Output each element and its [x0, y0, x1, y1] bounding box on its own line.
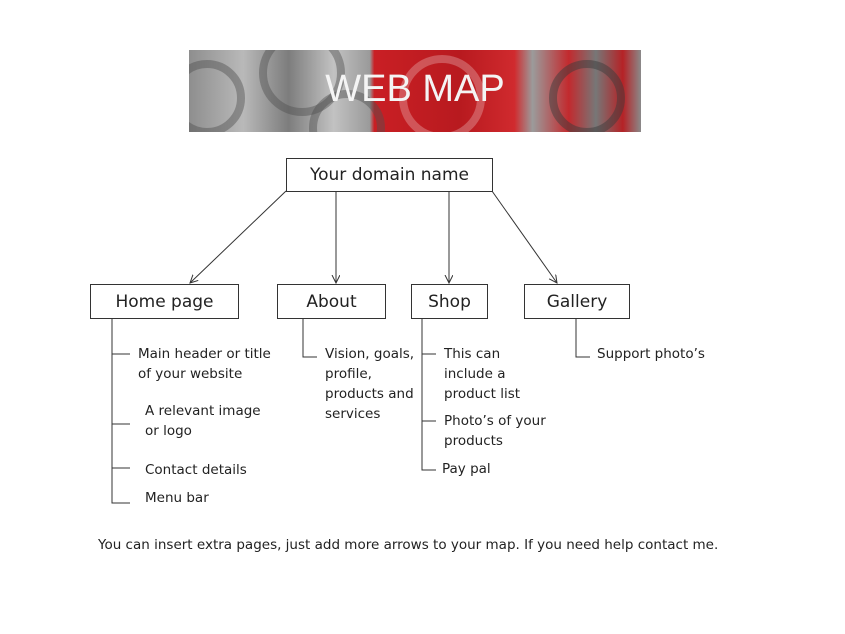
about-tree [302, 318, 317, 358]
root-domain-box: Your domain name [286, 158, 493, 192]
about-item: Vision, goals, profile, products and ser… [325, 346, 415, 422]
home-page-box: Home page [90, 284, 239, 319]
shop-item-paypal: Pay pal [442, 461, 491, 477]
gallery-item: Support photo’s [597, 346, 705, 362]
shop-tree [421, 318, 436, 471]
shop-item-photos: Photo’s of your products [444, 413, 546, 449]
gallery-tree [575, 318, 590, 358]
gallery-box: Gallery [524, 284, 630, 319]
shop-box: Shop [411, 284, 488, 319]
arrow-home [190, 190, 287, 283]
about-box: About [277, 284, 386, 319]
arrow-gallery [491, 190, 557, 283]
footer-note: You can insert extra pages, just add mor… [98, 537, 719, 553]
home-item-image: A relevant image or logo [145, 403, 261, 439]
home-tree [111, 318, 130, 504]
home-item-header: Main header or title of your website [138, 346, 271, 382]
shop-item-list: This can include a product list [444, 346, 521, 402]
banner-title: WEB MAP [325, 68, 505, 110]
home-item-contact: Contact details [145, 462, 247, 478]
home-item-menu: Menu bar [145, 490, 209, 506]
banner-image: WEB MAP [189, 50, 641, 132]
